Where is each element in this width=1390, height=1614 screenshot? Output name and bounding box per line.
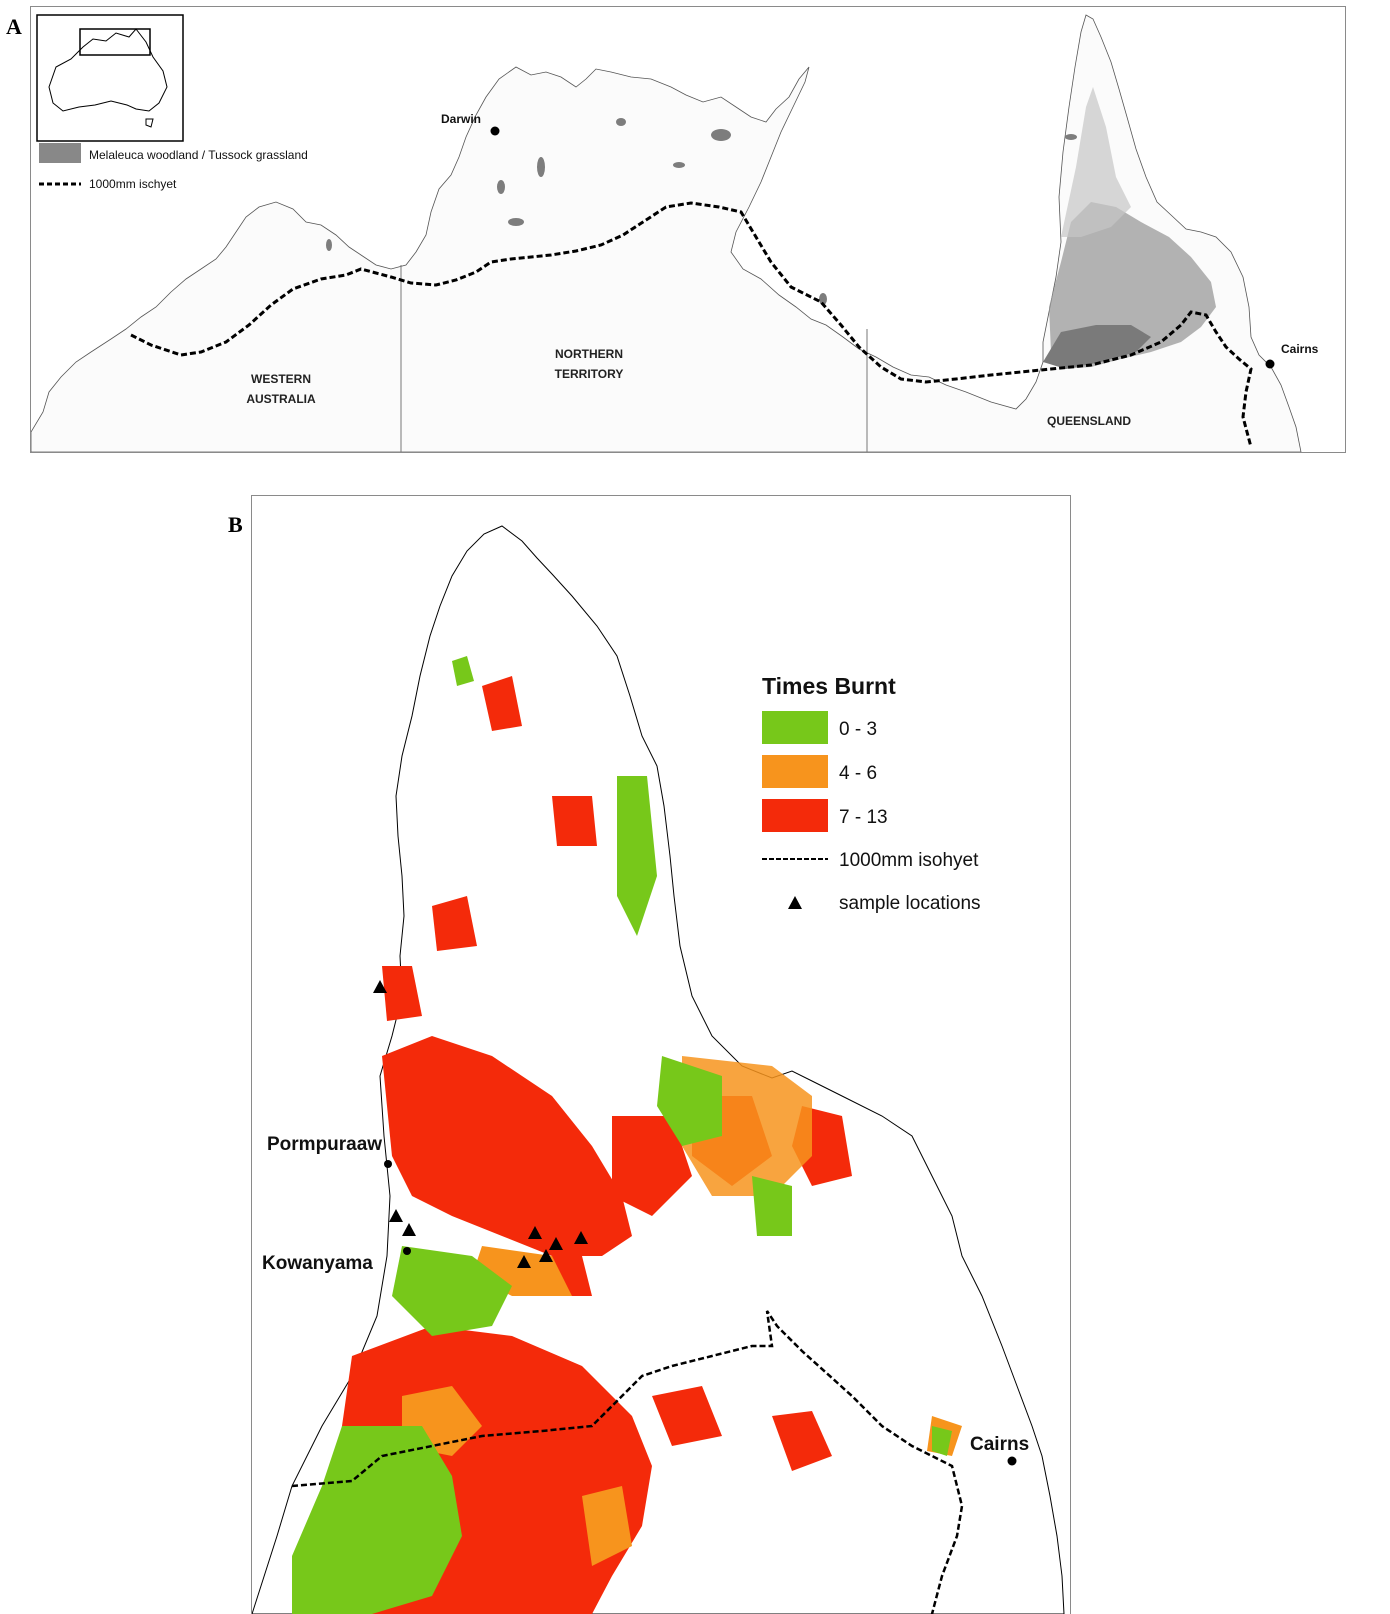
darwin-marker bbox=[490, 126, 500, 136]
legend-swatch-7-13 bbox=[762, 799, 828, 832]
sample-marker bbox=[373, 980, 387, 993]
kowanyama-marker bbox=[403, 1247, 411, 1255]
panel-a-isohyet bbox=[130, 201, 1253, 448]
panel-a-map: Melaleuca woodland / Tussock grassland 1… bbox=[30, 6, 1346, 453]
legend-title: Times Burnt bbox=[762, 673, 896, 699]
cairns-label-a: Cairns bbox=[1281, 342, 1319, 356]
sample-marker bbox=[389, 1209, 403, 1222]
legend-label-0-3: 0 - 3 bbox=[839, 719, 877, 740]
woodland-legend-label: Melaleuca woodland / Tussock grassland bbox=[89, 148, 308, 162]
isohyet-legend-label: 1000mm ischyet bbox=[89, 177, 177, 191]
legend-isohyet-label: 1000mm isohyet bbox=[839, 850, 979, 871]
panel-b-letter: B bbox=[228, 512, 243, 537]
sample-marker bbox=[528, 1226, 542, 1239]
woodland-legend-swatch bbox=[39, 143, 81, 163]
sample-location-markers bbox=[373, 980, 588, 1268]
legend-label-7-13: 7 - 13 bbox=[839, 807, 888, 828]
cairns-label-b: Cairns bbox=[970, 1434, 1029, 1455]
inset-australia-outline bbox=[48, 28, 168, 112]
legend-label-4-6: 4 - 6 bbox=[839, 763, 877, 784]
cape-york-woodland-dense bbox=[1043, 325, 1151, 369]
cairns-marker-a bbox=[1265, 359, 1275, 369]
legend-sample-icon bbox=[788, 896, 802, 909]
pormpuraaw-label: Pormpuraaw bbox=[267, 1134, 382, 1155]
nt-label-line1: NORTHERN bbox=[555, 347, 623, 361]
times-burnt-legend: Times Burnt 0 - 3 4 - 6 7 - 13 1000mm is… bbox=[762, 673, 981, 914]
pormpuraaw-marker bbox=[384, 1160, 392, 1168]
legend-swatch-0-3 bbox=[762, 711, 828, 744]
kowanyama-label: Kowanyama bbox=[262, 1253, 373, 1274]
wa-label-line2: AUSTRALIA bbox=[246, 392, 316, 406]
sample-marker bbox=[539, 1249, 553, 1262]
qld-label: QUEENSLAND bbox=[1047, 414, 1131, 428]
panel-b-map: Pormpuraaw Kowanyama Cairns Times Burnt … bbox=[251, 495, 1071, 1614]
inset-tasmania bbox=[145, 118, 154, 128]
panel-a-svg: Melaleuca woodland / Tussock grassland 1… bbox=[31, 14, 1319, 452]
cape-york-woodland-north bbox=[1061, 87, 1131, 237]
legend-sample-label: sample locations bbox=[839, 893, 981, 914]
burn-class-0-3-regions bbox=[292, 656, 952, 1614]
panel-a-woodland-patches bbox=[326, 118, 1077, 305]
panel-b-isohyet bbox=[291, 1310, 964, 1614]
panel-a-coastline bbox=[31, 14, 1302, 452]
nt-label-line2: TERRITORY bbox=[555, 367, 624, 381]
cairns-marker-b bbox=[1007, 1456, 1017, 1466]
darwin-label: Darwin bbox=[441, 112, 481, 126]
wa-label-line1: WESTERN bbox=[251, 372, 311, 386]
legend-swatch-4-6 bbox=[762, 755, 828, 788]
sample-marker bbox=[517, 1255, 531, 1268]
panel-a-letter: A bbox=[6, 14, 22, 39]
sample-marker bbox=[574, 1231, 588, 1244]
sample-marker bbox=[402, 1223, 416, 1236]
sample-marker bbox=[549, 1237, 563, 1250]
panel-b-svg: Pormpuraaw Kowanyama Cairns Times Burnt … bbox=[252, 525, 1065, 1614]
inset-extent-box bbox=[79, 28, 151, 56]
